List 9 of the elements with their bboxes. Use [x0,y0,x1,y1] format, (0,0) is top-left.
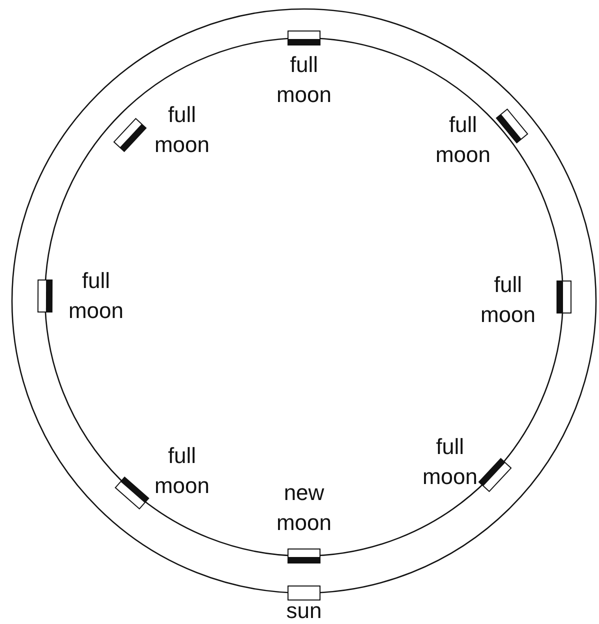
phase-label: full moon [275,51,333,109]
phase-label: full moon [153,442,211,500]
phase-label: new moon [275,479,333,537]
phase-label: full moon [67,267,125,325]
phase-label: full moon [153,101,211,159]
phase-label: full moon [421,433,479,491]
phase-label: full moon [434,111,492,169]
sun-label: sun [285,597,323,624]
phase-label: full moon [479,271,537,329]
